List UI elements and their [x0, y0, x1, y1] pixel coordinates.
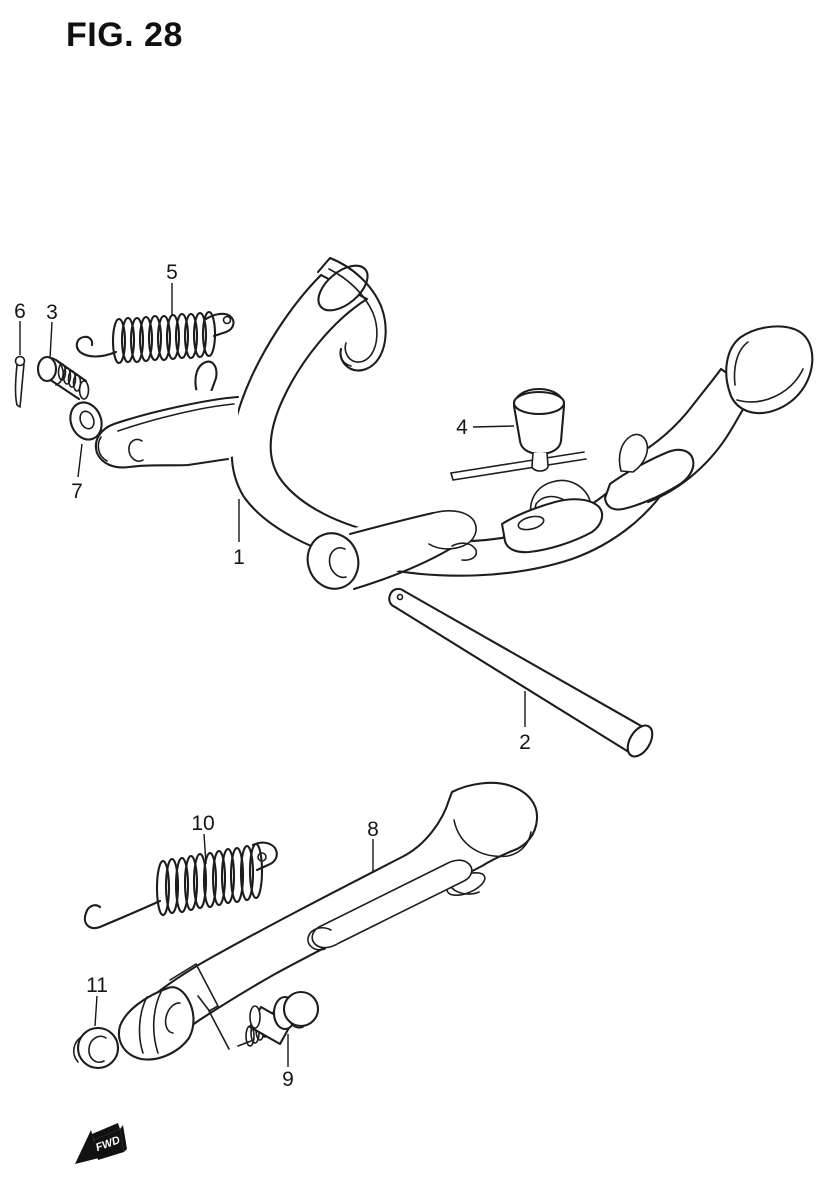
part-label-6: 6 — [14, 300, 26, 323]
left-lug-mask — [94, 390, 238, 469]
tube-opening — [317, 264, 369, 312]
slotted-plate — [500, 498, 604, 554]
shaft-edge-bottom — [393, 605, 634, 756]
part-label-3: 3 — [46, 301, 58, 324]
pivot-cylinder-hole — [328, 547, 347, 579]
side-stand-spring-tab — [307, 927, 332, 951]
fwd-arrow: FWD — [75, 1123, 127, 1164]
washer-drawing — [69, 401, 103, 441]
pad-inner-line — [736, 368, 804, 403]
shaft-top-cap — [388, 587, 406, 609]
rubber-stop-drawing — [512, 387, 566, 472]
bolt3-head-side — [51, 357, 64, 386]
side-stand-head-arc — [453, 819, 532, 858]
part-label-1: 1 — [233, 546, 245, 569]
spring10-left-hook — [83, 899, 162, 930]
foot-hole — [164, 1002, 181, 1034]
pad-inner-line-2 — [733, 341, 749, 386]
left-lug-cap-arc — [97, 436, 108, 462]
part-label-11: 11 — [86, 974, 108, 997]
side-stand-spring-drawing — [83, 841, 278, 930]
left-lug-face-line — [117, 403, 235, 432]
cross-bar-top — [450, 451, 585, 474]
fork-bracket — [428, 510, 477, 550]
part-label-2: 2 — [519, 731, 531, 754]
bolt9-head — [282, 990, 320, 1028]
pivot-cylinder-bottom — [352, 547, 452, 591]
cap-outer — [76, 1026, 120, 1070]
side-stand-blade — [145, 781, 539, 1031]
shaft-pin-hole — [396, 593, 404, 601]
pivot-shaft-drawing — [388, 587, 654, 758]
leader-line-11 — [94, 995, 98, 1027]
spring10-right-hook — [251, 841, 278, 872]
side-stand-rib — [311, 859, 473, 949]
flange-tip — [339, 348, 352, 367]
leader-line-4 — [472, 425, 515, 428]
figure-title: FIG. 28 — [66, 16, 183, 54]
pivot-cylinder-top — [348, 511, 435, 536]
fwd-arrow-shaft — [94, 1129, 124, 1160]
leader-line-10 — [203, 833, 207, 865]
part-label-5: 5 — [166, 261, 178, 284]
side-stand-drawing — [118, 781, 539, 1061]
cap-drawing — [72, 1026, 120, 1070]
side-stand-foot — [118, 986, 195, 1061]
cap-skirt — [72, 1036, 82, 1063]
fwd-arrow-side-edge — [120, 1125, 127, 1152]
section-cut-lines — [169, 963, 252, 1050]
plate-slot-hole — [517, 515, 545, 531]
shaft-edge-top — [402, 589, 645, 729]
stand-bolt-drawing — [36, 355, 90, 401]
center-stand-drawing — [94, 256, 814, 591]
bolt3-head — [36, 355, 58, 383]
cotter-pin-drawing — [14, 355, 26, 408]
washer-outer — [69, 401, 103, 441]
flange-inner — [328, 268, 378, 363]
right-bracket-plate — [603, 448, 695, 511]
leader-line-3 — [49, 321, 53, 359]
side-stand-bolt-drawing — [245, 990, 320, 1047]
center-stand-spring-drawing — [75, 310, 235, 365]
fwd-arrow-top-edge — [92, 1123, 120, 1140]
spring5-hook-eye — [222, 315, 232, 325]
part-label-10: 10 — [191, 812, 214, 835]
bolt9-shoulder-end — [249, 1005, 261, 1029]
pin-eye — [14, 355, 26, 367]
washer-hole — [79, 410, 95, 430]
left-lug-hole — [128, 438, 144, 462]
leader-line-7 — [77, 443, 83, 478]
flange-outer — [316, 256, 387, 372]
foot-pedal-pad — [725, 325, 814, 415]
part-label-8: 8 — [367, 818, 379, 841]
part-labels: 1 2 3 4 5 6 7 8 9 10 11 — [14, 261, 531, 1091]
spring10-coils — [155, 842, 264, 917]
spring5-coils — [111, 310, 217, 365]
bolt9-chamfer — [289, 1021, 304, 1029]
leader-lines — [19, 283, 526, 1067]
ear-tab — [194, 360, 218, 395]
cross-bar-bottom — [450, 458, 587, 481]
stop-top-face — [512, 390, 566, 416]
fwd-arrow-head — [75, 1130, 99, 1164]
stop-stem — [531, 452, 549, 472]
spring5-left-hook — [75, 335, 118, 358]
left-lug-outline — [94, 395, 240, 469]
part-label-4: 4 — [456, 416, 468, 439]
cap-hole — [88, 1035, 107, 1063]
part-label-7: 7 — [71, 480, 83, 503]
part-label-9: 9 — [282, 1068, 294, 1091]
side-stand-tip-inner — [451, 887, 480, 895]
fork-hook — [451, 542, 478, 561]
shaft-end-cap — [626, 724, 654, 758]
pivot-cylinder-end — [306, 532, 360, 590]
right-bracket-ear — [618, 433, 649, 473]
pin-prongs — [14, 363, 25, 408]
foot-ridges — [138, 991, 162, 1054]
spring5-right-hook — [204, 312, 235, 338]
